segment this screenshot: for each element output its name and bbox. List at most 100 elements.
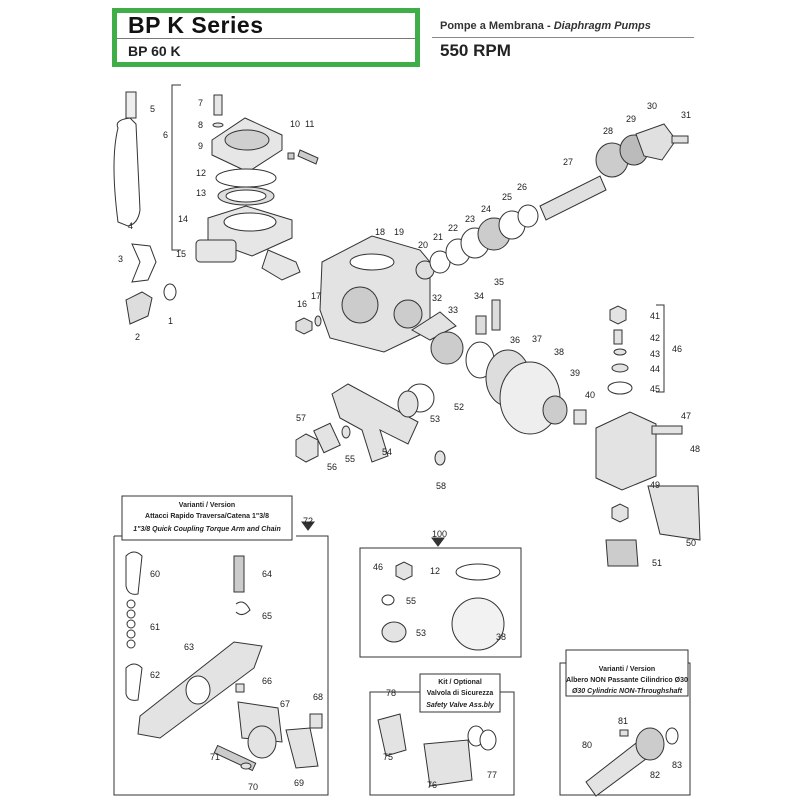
part-label: 42: [650, 333, 660, 343]
part-label: 8: [198, 120, 203, 130]
part-label: 2: [135, 332, 140, 342]
part-label: 24: [481, 204, 491, 214]
part-label: 41: [650, 311, 660, 321]
part-label: 57: [296, 413, 306, 423]
rpm-value: 550 RPM: [440, 41, 511, 60]
part-label: 75: [383, 752, 393, 762]
part-5-bolt: [125, 91, 137, 119]
part-label: 56: [327, 462, 337, 472]
safety-valve-parts: [377, 713, 497, 787]
part-label: 15: [176, 249, 186, 259]
torque-arm-caption-line3: 1"3/8 Quick Coupling Torque Arm and Chai…: [133, 526, 280, 533]
part-label: 63: [184, 642, 194, 652]
part-label: 45: [650, 384, 660, 394]
part-label: 22: [448, 223, 458, 233]
torque-arm-caption-line2: Attacci Rapido Traversa/Catena 1"3/8: [145, 513, 269, 520]
part-label: 16: [297, 299, 307, 309]
part-label: 10: [290, 119, 300, 129]
part-label: 54: [382, 447, 392, 457]
part-label: 3: [118, 254, 123, 264]
shaft-caption-line3: Ø30 Cylindric NON-Throughshaft: [572, 688, 683, 695]
part-label: 60: [150, 569, 160, 579]
part-label: 43: [650, 349, 660, 359]
part-label: 31: [681, 110, 691, 120]
part-label: 26: [517, 182, 527, 192]
part-label: 80: [582, 740, 592, 750]
shaft-caption-line1: Varianti / Version: [599, 666, 655, 673]
header-divider: [117, 38, 417, 39]
part-label: 21: [433, 232, 443, 242]
part-label: 47: [681, 411, 691, 421]
pump-type-divider: [432, 37, 694, 38]
part-label: 70: [248, 782, 258, 792]
bracket-6: [171, 84, 181, 251]
part-label: 27: [563, 157, 573, 167]
kit-100-label-38: 38: [496, 632, 506, 642]
part-label: 46: [672, 344, 682, 354]
part-label: 37: [532, 334, 542, 344]
part-label: 52: [454, 402, 464, 412]
kit-100-label-46: 46: [373, 562, 383, 572]
piston-diaphragm: [411, 299, 568, 435]
part-label: 53: [430, 414, 440, 424]
head-assembly: [195, 94, 301, 281]
part-label: 51: [652, 558, 662, 568]
part-label: 30: [647, 101, 657, 111]
part-label: 6: [163, 130, 168, 140]
series-header-box: [112, 8, 420, 67]
part-label: 17: [311, 291, 321, 301]
part-16-17: [295, 315, 322, 335]
torque-arm-parts: [125, 551, 323, 772]
safety-valve-caption-line3: Safety Valve Ass.bly: [426, 702, 495, 709]
part-3-clip: [131, 243, 157, 283]
part-label: 11: [305, 119, 314, 129]
part-label: 1: [168, 316, 173, 326]
kit-number-72: 72: [303, 516, 313, 526]
part-label: 29: [626, 114, 636, 124]
part-label: 44: [650, 364, 660, 374]
part-label: 71: [210, 752, 220, 762]
part-label: 49: [650, 480, 660, 490]
part-label: 55: [345, 454, 355, 464]
part-label: 19: [394, 227, 404, 237]
part-label: 20: [418, 240, 428, 250]
part-label: 65: [262, 611, 272, 621]
part-label: 61: [150, 622, 160, 632]
shaft-train: [415, 123, 689, 280]
part-label: 77: [487, 770, 497, 780]
part-label: 7: [198, 98, 203, 108]
shaft-caption-box: [565, 649, 689, 697]
torque-arm-caption-line1: Varianti / Version: [179, 502, 235, 509]
screw-10-11: [287, 149, 319, 165]
part-label: 36: [510, 335, 520, 345]
torque-arm-caption-box: [121, 495, 293, 541]
model-name: BP 60 K: [128, 43, 181, 59]
part-2-elbow: [125, 291, 153, 325]
pump-body: [319, 235, 431, 353]
part-label: 23: [465, 214, 475, 224]
part-label: 76: [427, 780, 437, 790]
part-label: 40: [585, 390, 595, 400]
pump-type: Pompe a Membrana - Diaphragm Pumps: [440, 20, 651, 32]
part-label: 35: [494, 277, 504, 287]
part-label: 64: [262, 569, 272, 579]
part-label: 39: [570, 368, 580, 378]
part-label: 66: [262, 676, 272, 686]
kit-100-label-55: 55: [406, 596, 416, 606]
bracket-46: [656, 304, 665, 393]
safety-valve-caption-line1: Kit / Optional: [438, 679, 482, 686]
part-4-chain-strap: [113, 117, 141, 227]
part-label: 50: [686, 538, 696, 548]
kit-100-label-53: 53: [416, 628, 426, 638]
part-label: 13: [196, 188, 206, 198]
torque-arm-panel: [113, 535, 329, 796]
safety-valve-caption-box: [419, 673, 501, 713]
part-label: 12: [196, 168, 206, 178]
series-title: BP K Series: [128, 12, 264, 38]
valve-stack: [573, 305, 701, 567]
part-label: 69: [294, 778, 304, 788]
part-label: 5: [150, 104, 155, 114]
shaft-caption-line2: Albero NON Passante Cilindrico Ø30: [566, 677, 688, 684]
part-label: 38: [554, 347, 564, 357]
